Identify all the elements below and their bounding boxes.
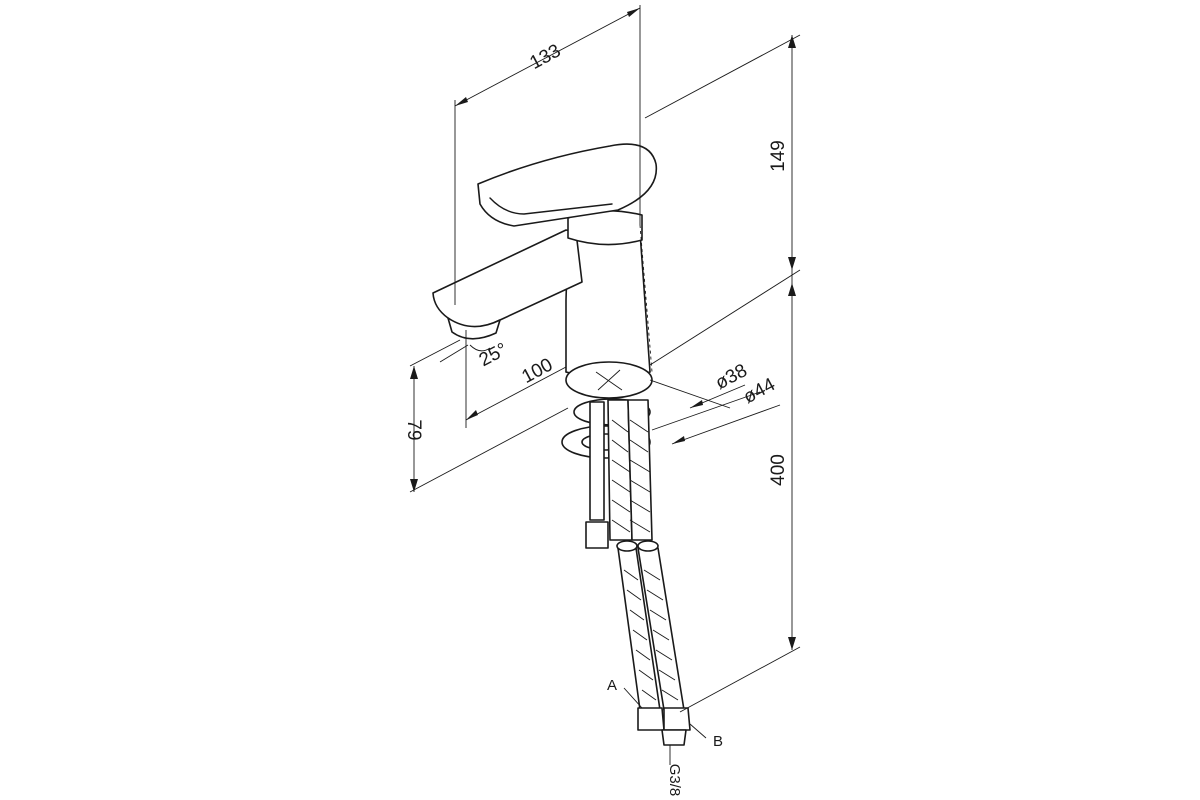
leader-a [623, 687, 643, 709]
dim-100-arrow-left [466, 410, 478, 420]
faucet-body [432, 143, 658, 380]
leader-b [689, 723, 707, 739]
dim-d38-arrow [690, 400, 703, 408]
dim-d38-leader [649, 379, 731, 409]
dim-d44-arrow [672, 436, 685, 444]
nut-a [637, 707, 665, 731]
dim-79-arrow-top [410, 366, 418, 379]
braid-pattern-upper [611, 419, 651, 533]
dim-79-ext-bottom [409, 407, 569, 493]
label-b: B [713, 733, 723, 750]
dim-angle-line [439, 344, 469, 363]
dim-79-ext-top [409, 339, 461, 367]
dim-133-label: 133 [526, 40, 564, 73]
hose-end-2 [637, 540, 659, 552]
hoses [585, 399, 691, 746]
dim-133-arrow-left [455, 97, 468, 106]
dim-149-arrow-bottom [788, 257, 796, 270]
dim-400-ext-top [649, 269, 801, 366]
dim-400-arrow-bottom [788, 637, 796, 650]
dim-149-label: 149 [768, 140, 789, 172]
label-thread: G3/8 [666, 764, 683, 797]
nut-thread [661, 729, 687, 746]
dim-angle-arc [469, 344, 491, 352]
dim-79-label: 79 [403, 419, 424, 440]
connection-labels: A B G3/8 [607, 677, 723, 796]
nut-b [663, 707, 691, 731]
threaded-stud [589, 401, 605, 521]
dim-d44-leader [651, 391, 761, 431]
dim-79-arrow-bottom [410, 479, 418, 492]
spout-aerator [447, 317, 501, 340]
hose-end-1 [616, 540, 638, 552]
dim-133-arrow-right [627, 8, 640, 17]
dim-133-line [454, 7, 641, 107]
dim-400-label: 400 [768, 454, 789, 486]
stud-nut [585, 521, 609, 549]
dim-149-ext-top [644, 34, 801, 119]
lever-handle [477, 143, 658, 227]
dim-400-ext-bottom [679, 646, 801, 713]
center-cross-2 [597, 369, 621, 391]
dimension-lines [409, 5, 801, 765]
dim-400-arrow-top [788, 283, 796, 296]
braided-hose-2-upper [627, 399, 653, 541]
dim-100-label: 100 [518, 354, 556, 387]
lever-edge [489, 197, 613, 215]
dim-149-arrow-top [788, 35, 796, 48]
dim-100-line [465, 366, 567, 421]
label-a: A [607, 677, 617, 694]
center-cross-1 [595, 371, 623, 391]
dim-angle-label: 25° [476, 339, 511, 371]
braid-pattern-lower [623, 569, 679, 701]
axis-centerline [639, 224, 653, 373]
dim-d44-line [671, 404, 781, 445]
